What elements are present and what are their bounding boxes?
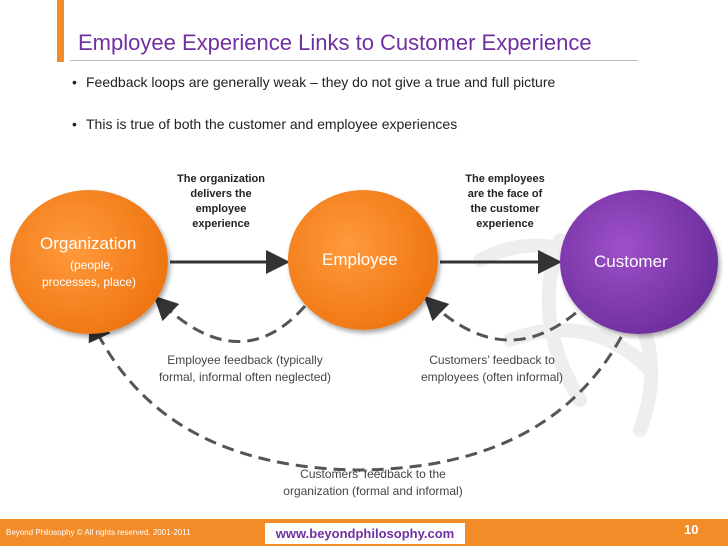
bullet-1-text: Feedback loops are generally weak – they… (86, 74, 556, 90)
loop-employee-to-org (153, 295, 307, 343)
feedback-line: formal, informal often neglected) (158, 370, 332, 384)
footer-url-link[interactable]: www.beyondphilosophy.com (265, 523, 465, 544)
slide-title: Employee Experience Links to Customer Ex… (78, 30, 592, 55)
feedback-line: Customers’ feedback to (429, 353, 555, 367)
organization-title: Organization (40, 234, 137, 253)
bullet-2-text: This is true of both the customer and em… (86, 116, 458, 132)
organization-sub-1: (people, (70, 258, 114, 272)
callout-line: delivers the (190, 188, 252, 200)
callout-line: employee (195, 203, 247, 215)
feedback-line: Customers’ feedback to the (300, 467, 446, 481)
title-rule (70, 60, 638, 61)
callout-line: the customer (470, 203, 540, 215)
feedback-line: organization (formal and informal) (283, 484, 463, 498)
organization-node: Organization (people, processes, place) (10, 190, 168, 334)
loop-customer-to-org (88, 316, 632, 472)
feedback-customer-to-employee: Customers’ feedback to employees (often … (412, 352, 572, 386)
feedback-customer-to-org: Customers’ feedback to the organization … (276, 466, 470, 500)
page-number: 10 (684, 522, 699, 537)
bullet-dot: • (72, 74, 77, 90)
callout-org-to-employee: The organization delivers the employee e… (160, 172, 282, 232)
organization-sub-2: processes, place) (42, 275, 137, 289)
footer-copyright: Beyond Philosophy © All rights reserved.… (6, 528, 191, 537)
employee-title: Employee (322, 250, 398, 269)
accent-bar (57, 0, 64, 62)
callout-line: The employees (465, 173, 545, 185)
customer-title: Customer (594, 252, 668, 271)
callout-line: are the face of (467, 188, 543, 200)
bullet-1: • Feedback loops are generally weak – the… (72, 74, 555, 90)
bullet-dot: • (72, 116, 77, 132)
callout-employee-to-customer: The employees are the face of the custom… (444, 172, 566, 232)
feedback-line: Employee feedback (typically (167, 353, 323, 367)
feedback-line: employees (often informal) (420, 370, 564, 384)
callout-line: experience (192, 218, 250, 230)
callout-line: The organization (177, 173, 265, 185)
customer-node: Customer (560, 190, 718, 334)
employee-node: Employee (288, 190, 438, 330)
callout-line: experience (476, 218, 534, 230)
feedback-employee-to-org: Employee feedback (typically formal, inf… (150, 352, 340, 386)
loop-customer-to-employee (423, 295, 592, 342)
bullet-2: • This is true of both the customer and e… (72, 116, 457, 132)
